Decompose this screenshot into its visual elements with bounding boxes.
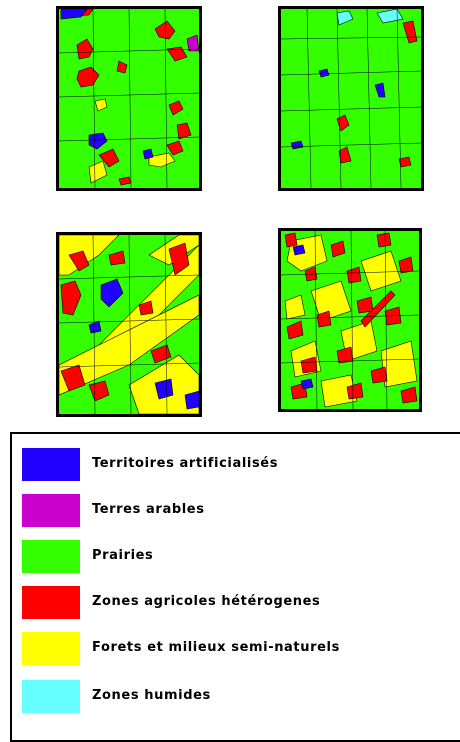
legend-swatch-prairies — [22, 540, 80, 573]
legend-label-humides: Zones humides — [92, 688, 211, 703]
land-cover-map-4 — [278, 228, 422, 412]
land-cover-map-3 — [56, 232, 202, 417]
legend-swatch-forets — [22, 632, 80, 665]
legend-swatch-humides — [22, 680, 80, 713]
map-2-red-patches — [336, 20, 418, 168]
legend-swatch-terres — [22, 494, 80, 527]
map-4-graphic — [281, 231, 419, 409]
map-2-blue-patches — [290, 68, 386, 150]
legend-label-territoires: Territoires artificialisés — [92, 456, 279, 471]
map-1-blue-patches — [60, 9, 154, 160]
legend-label-agricoles: Zones agricoles hétérogenes — [92, 594, 321, 609]
map-1-graphic — [59, 9, 199, 188]
legend-label-terres: Terres arables — [92, 502, 205, 517]
map-1-yellow-patches — [88, 98, 176, 184]
land-cover-map-1 — [56, 6, 202, 191]
map-3-blue-patches — [88, 278, 199, 410]
map-2-graphic — [281, 9, 421, 188]
legend-swatch-agricoles — [22, 586, 80, 619]
map-1-magenta-patches — [186, 34, 199, 52]
legend-label-forets: Forets et milieux semi-naturels — [92, 640, 340, 655]
map-4-grid — [281, 231, 419, 409]
legend-swatch-territoires — [22, 448, 80, 481]
legend-label-prairies: Prairies — [92, 548, 154, 563]
map-legend: Territoires artificialisés Terres arable… — [10, 432, 460, 742]
map-2-grid — [281, 9, 421, 188]
map-3-graphic — [59, 235, 199, 414]
land-cover-map-2 — [278, 6, 424, 191]
map-4-blue-patches — [292, 244, 314, 390]
map-1-grid — [59, 9, 199, 188]
map-4-red-patches — [284, 232, 418, 404]
map-2-cyan-patches — [336, 9, 404, 26]
map-3-red-patches — [60, 242, 190, 402]
map-3-grid — [59, 235, 199, 414]
